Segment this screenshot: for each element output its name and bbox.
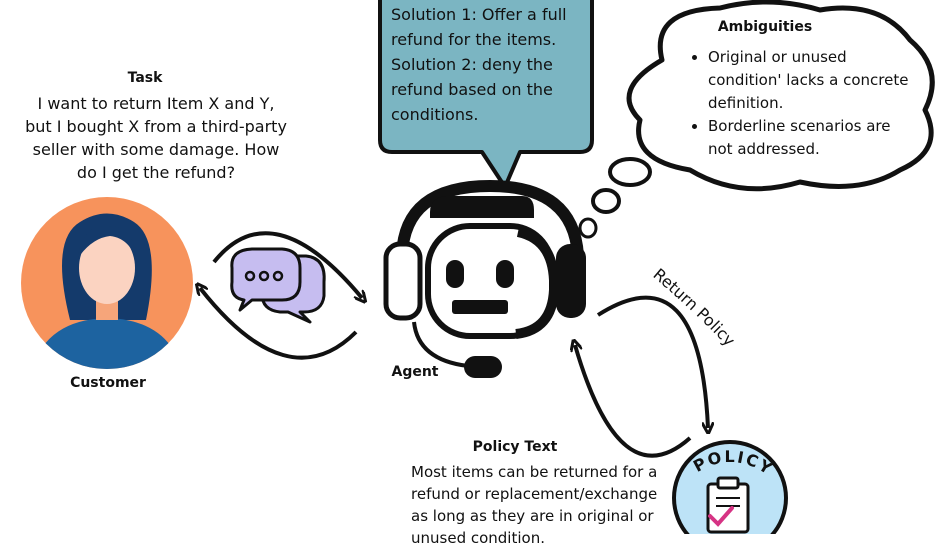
thought-cloud	[578, 0, 935, 239]
arrow-policy-back	[575, 345, 692, 458]
customer-label: Customer	[70, 375, 146, 391]
arrow-policy-to-agent	[596, 295, 708, 428]
solution-speech-bubble	[378, 0, 594, 189]
clipboard-check-icon	[706, 476, 750, 534]
arrow-customer-to-agent	[212, 231, 362, 298]
ambiguities-title: Ambiguities	[717, 19, 813, 35]
ambiguity-item: Borderline scenarios are not addressed.	[708, 115, 916, 161]
task-text: I want to return Item X and Y, but I bou…	[25, 94, 287, 182]
policy-badge: POLICY	[672, 440, 788, 534]
diagram-canvas: Return Policy POLICY	[21, 0, 935, 534]
ambiguity-item: Original or unused condition' lacks a co…	[708, 46, 916, 115]
customer-avatar	[21, 197, 193, 369]
policy-text-body: Most items can be returned for a refund …	[411, 463, 658, 547]
chat-bubbles-icon	[230, 247, 326, 324]
arrow-agent-to-customer	[200, 288, 358, 360]
robot-headset-icon	[383, 179, 586, 378]
task-title: Task	[127, 70, 163, 86]
policy-text-title: Policy Text	[472, 439, 558, 455]
agent-label: Agent	[391, 364, 439, 380]
solutions-text: Solution 1: Offer a full refund for the …	[391, 5, 567, 124]
ambiguities-list: Original or unused condition' lacks a co…	[692, 46, 916, 161]
